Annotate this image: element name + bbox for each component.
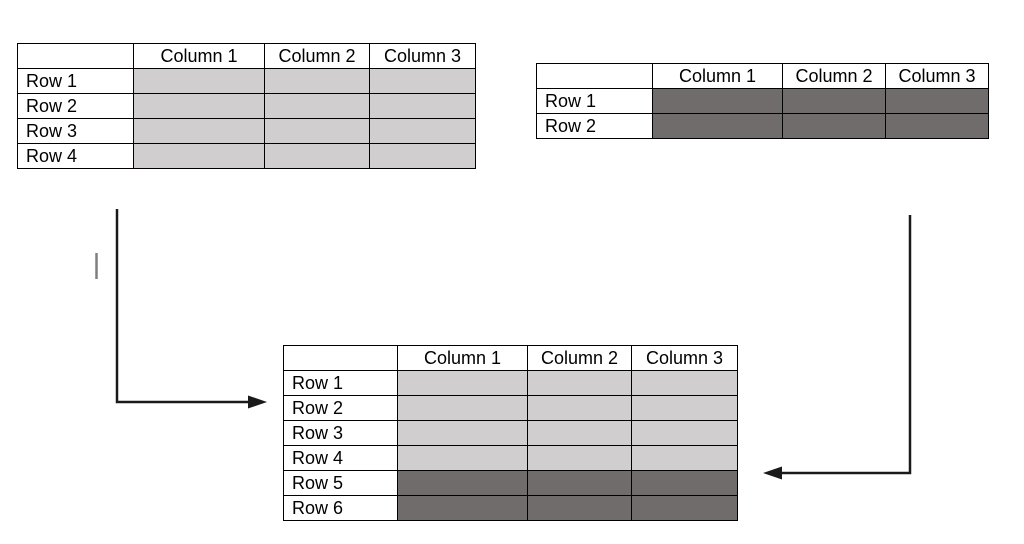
data-cell bbox=[397, 445, 528, 471]
row-label: Row 4 bbox=[17, 143, 134, 169]
data-cell bbox=[527, 370, 632, 396]
data-cell bbox=[527, 495, 632, 521]
data-cell bbox=[397, 395, 528, 421]
row-label: Row 3 bbox=[17, 118, 134, 144]
arrow-line bbox=[115, 209, 250, 404]
row-label: Row 4 bbox=[283, 445, 398, 471]
column-header: Column 1 bbox=[652, 63, 783, 89]
row-label: Row 2 bbox=[283, 395, 398, 421]
table-row: Row 1 bbox=[283, 370, 738, 396]
header-row: Column 1 Column 2 Column 3 bbox=[283, 345, 738, 371]
data-cell bbox=[397, 420, 528, 446]
data-cell bbox=[133, 118, 265, 144]
source-table-dark: Column 1 Column 2 Column 3 Row 1 Row 2 bbox=[536, 63, 989, 139]
data-cell bbox=[397, 370, 528, 396]
table-row: Row 2 bbox=[17, 93, 476, 119]
table-row: Row 5 bbox=[283, 470, 738, 496]
data-cell bbox=[369, 68, 476, 94]
table-row: Row 3 bbox=[17, 118, 476, 144]
table-row: Row 4 bbox=[17, 143, 476, 169]
corner-cell bbox=[283, 345, 398, 371]
row-label: Row 1 bbox=[283, 370, 398, 396]
table-row: Row 2 bbox=[283, 395, 738, 421]
data-cell bbox=[652, 88, 783, 114]
column-header: Column 2 bbox=[264, 43, 370, 69]
table-row: Row 1 bbox=[17, 68, 476, 94]
data-cell bbox=[133, 68, 265, 94]
table-row: Row 1 bbox=[536, 88, 989, 114]
row-label: Row 2 bbox=[17, 93, 134, 119]
arrow-head-icon bbox=[248, 395, 267, 409]
data-cell bbox=[527, 445, 632, 471]
data-cell bbox=[631, 395, 738, 421]
data-cell bbox=[782, 88, 886, 114]
column-header: Column 2 bbox=[782, 63, 886, 89]
data-cell bbox=[885, 113, 989, 139]
row-label: Row 5 bbox=[283, 470, 398, 496]
merge-arrow-from-dark-table bbox=[763, 215, 912, 480]
column-header: Column 3 bbox=[885, 63, 989, 89]
data-cell bbox=[369, 118, 476, 144]
data-cell bbox=[264, 93, 370, 119]
data-cell bbox=[527, 420, 632, 446]
table-row: Row 3 bbox=[283, 420, 738, 446]
corner-cell bbox=[536, 63, 653, 89]
data-cell bbox=[631, 470, 738, 496]
data-cell bbox=[652, 113, 783, 139]
data-cell bbox=[133, 143, 265, 169]
data-cell bbox=[527, 470, 632, 496]
row-label: Row 2 bbox=[536, 113, 653, 139]
merged-table: Column 1 Column 2 Column 3 Row 1 Row 2 R… bbox=[283, 345, 738, 521]
data-cell bbox=[782, 113, 886, 139]
source-table-light: Column 1 Column 2 Column 3 Row 1 Row 2 R… bbox=[17, 43, 476, 169]
column-header: Column 2 bbox=[527, 345, 632, 371]
row-label: Row 3 bbox=[283, 420, 398, 446]
data-cell bbox=[631, 495, 738, 521]
merge-arrow-from-light-table bbox=[115, 209, 267, 409]
data-cell bbox=[527, 395, 632, 421]
data-cell bbox=[264, 143, 370, 169]
row-label: Row 6 bbox=[283, 495, 398, 521]
data-cell bbox=[264, 118, 370, 144]
column-header: Column 1 bbox=[397, 345, 528, 371]
corner-cell bbox=[17, 43, 134, 69]
arrow-line bbox=[780, 215, 912, 475]
row-label: Row 1 bbox=[17, 68, 134, 94]
column-header: Column 1 bbox=[133, 43, 265, 69]
data-cell bbox=[397, 470, 528, 496]
data-cell bbox=[885, 88, 989, 114]
column-header: Column 3 bbox=[369, 43, 476, 69]
header-row: Column 1 Column 2 Column 3 bbox=[536, 63, 989, 89]
data-cell bbox=[631, 370, 738, 396]
table-row: Row 4 bbox=[283, 445, 738, 471]
data-cell bbox=[397, 495, 528, 521]
data-cell bbox=[264, 68, 370, 94]
table-row: Row 2 bbox=[536, 113, 989, 139]
column-header: Column 3 bbox=[631, 345, 738, 371]
table-row: Row 6 bbox=[283, 495, 738, 521]
data-cell bbox=[631, 420, 738, 446]
row-label: Row 1 bbox=[536, 88, 653, 114]
data-cell bbox=[369, 143, 476, 169]
data-cell bbox=[133, 93, 265, 119]
data-cell bbox=[369, 93, 476, 119]
arrow-head-icon bbox=[763, 466, 782, 480]
data-cell bbox=[631, 445, 738, 471]
header-row: Column 1 Column 2 Column 3 bbox=[17, 43, 476, 69]
